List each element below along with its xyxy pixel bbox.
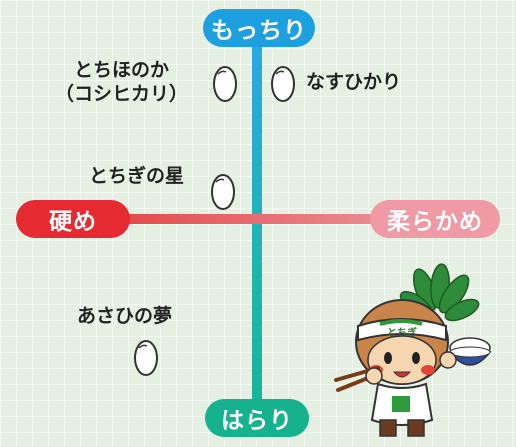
axis-label-top: もっちり — [203, 9, 315, 47]
horizontal-axis — [60, 214, 460, 224]
rice-grain-icon — [213, 66, 237, 102]
variety-label-tochiginohoshi: とちぎの星 — [89, 165, 185, 187]
variety-label-tochihonoka: とちほのか （コシヒカリ） — [55, 58, 188, 106]
rice-grain-icon — [134, 340, 158, 376]
variety-subname: （コシヒカリ） — [55, 83, 189, 105]
rice-grain-icon — [211, 174, 235, 210]
rice-grain-icon — [271, 66, 295, 102]
vertical-axis — [252, 30, 262, 420]
axis-label-right: 柔らかめ — [370, 200, 500, 238]
headband-text: とちぎ — [387, 326, 417, 339]
variety-label-nasuhikari: なすひかり — [306, 71, 402, 93]
axis-label-left: 硬め — [16, 200, 130, 238]
variety-name: とちほのか — [74, 59, 170, 81]
axis-label-bottom: はらり — [205, 399, 309, 437]
variety-label-asahinoyume: あさひの夢 — [77, 305, 173, 327]
mascot-character-icon: とちぎ — [334, 263, 492, 437]
